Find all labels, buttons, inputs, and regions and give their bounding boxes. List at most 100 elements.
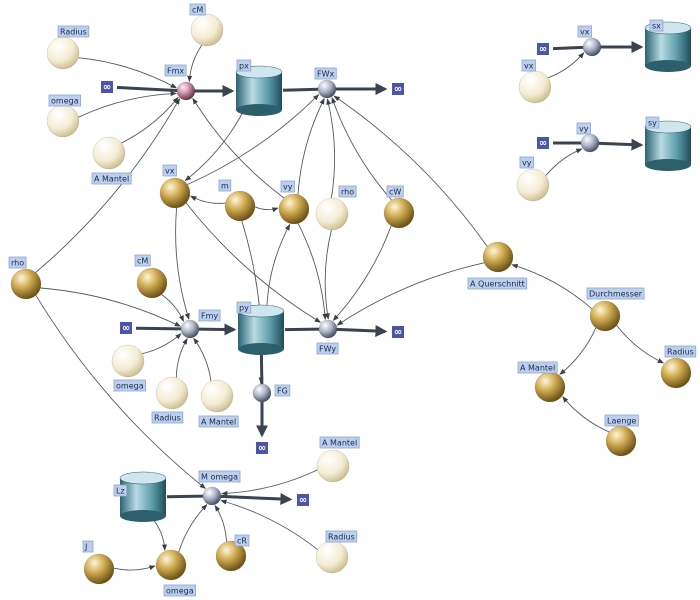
link-p_radius_bot-to-c_momega xyxy=(220,499,318,551)
node-v_aquer[interactable]: A Querschnitt xyxy=(467,241,528,290)
infinity-source-sink-icon: ∞ xyxy=(256,442,268,454)
link-v_aquer-to-c_fwy xyxy=(336,262,485,326)
node-label: cM xyxy=(134,254,151,267)
link-v_durch-to-v_aquer xyxy=(511,263,593,310)
node-s_lz[interactable]: Lz xyxy=(113,471,167,522)
parameter-sphere-icon xyxy=(190,13,224,47)
link-v_cw-to-c_fwx xyxy=(331,97,392,201)
link-v_vy_mid-to-c_fwx xyxy=(297,98,325,195)
link-p_vx_tr-to-c_vx_tr xyxy=(547,52,585,79)
node-c_vx_tr[interactable]: vx xyxy=(577,25,602,57)
node-s_sx[interactable]: sx xyxy=(644,19,692,72)
node-v_j[interactable]: J xyxy=(82,540,115,585)
node-p_omega_mid[interactable]: omega xyxy=(111,344,147,392)
node-p_omega_top[interactable]: omega xyxy=(46,94,82,138)
node-label-text: A Querschnitt xyxy=(470,279,525,288)
parameter-sphere-icon xyxy=(316,449,350,483)
link-v_vx_mid-to-c_fwy xyxy=(185,202,322,323)
node-c_fwx[interactable]: FWx xyxy=(314,67,337,99)
node-p_amantel_mid[interactable]: A Mantel xyxy=(198,379,239,428)
node-label-text: omega xyxy=(51,96,79,105)
node-label: vx xyxy=(162,164,177,177)
node-p_rho_mid[interactable]: rho xyxy=(315,185,357,231)
flow-via-c_fmx xyxy=(116,85,235,97)
node-c_momega[interactable]: M omega xyxy=(198,470,241,506)
node-label: Laenge xyxy=(604,414,639,427)
infinity-symbol: ∞ xyxy=(539,138,547,149)
parameter-sphere-icon xyxy=(200,379,234,413)
variable-sphere-icon xyxy=(482,241,514,273)
infinity-symbol: ∞ xyxy=(299,495,307,506)
link-p_vy_tr-to-c_vy_tr xyxy=(545,148,583,176)
node-label-text: py xyxy=(239,303,249,312)
node-p_radius_bot[interactable]: Radius xyxy=(315,530,358,574)
node-label-text: Durchmesser xyxy=(589,289,643,298)
node-c_fwy[interactable]: FWy xyxy=(316,319,339,355)
node-c_fmx[interactable]: Fmx xyxy=(164,64,196,101)
node-v_cm_mid[interactable]: cM xyxy=(134,254,168,299)
node-label-text: vy xyxy=(579,124,589,133)
node-label-text: Radius xyxy=(154,413,181,422)
link-v_rho_left-to-c_momega xyxy=(35,295,206,489)
infinity-source-sink-icon: ∞ xyxy=(101,81,113,93)
link-v_laenge-to-v_amantel_r xyxy=(562,396,610,433)
node-label-text: sy xyxy=(648,118,657,127)
node-v_vx_mid[interactable]: vx xyxy=(159,164,191,209)
node-p_radius_mid[interactable]: Radius xyxy=(151,376,189,424)
infinity-symbol: ∞ xyxy=(122,323,130,334)
infinity-symbol: ∞ xyxy=(539,44,547,55)
node-c_fmy[interactable]: Fmy xyxy=(180,309,221,339)
stock-cylinder-bottom xyxy=(238,343,284,355)
node-label-text: omega xyxy=(166,586,194,595)
node-s_py[interactable]: py xyxy=(236,301,285,355)
node-label: py xyxy=(236,301,252,314)
node-label: vx xyxy=(577,25,592,38)
infinity-symbol: ∞ xyxy=(394,84,402,95)
infinity-source-sink-icon: ∞ xyxy=(392,83,404,95)
node-p_amantel_top[interactable]: A Mantel xyxy=(91,136,132,185)
node-v_radius_r[interactable]: Radius xyxy=(660,345,697,389)
infinity-source-sink-icon: ∞ xyxy=(537,43,549,55)
variable-sphere-icon xyxy=(383,197,415,229)
parameter-sphere-icon xyxy=(46,104,80,138)
variable-sphere-icon xyxy=(83,553,115,585)
node-v_amantel_r[interactable]: A Mantel xyxy=(517,361,566,403)
node-v_laenge[interactable]: Laenge xyxy=(604,414,639,457)
node-label: rho xyxy=(8,256,27,269)
infinity-source-sink-icon: ∞ xyxy=(297,494,309,506)
node-v_omega_bot[interactable]: omega xyxy=(155,549,197,597)
link-p_rho_mid-to-c_fwy xyxy=(324,229,332,320)
node-v_durch[interactable]: Durchmesser xyxy=(586,287,645,332)
node-v_m[interactable]: m xyxy=(218,179,256,222)
node-p_vy_tr[interactable]: vy xyxy=(516,156,550,202)
node-v_cr[interactable]: cR xyxy=(215,534,250,572)
link-v_aquer-to-c_fwx xyxy=(333,95,488,247)
node-label-text: A Mantel xyxy=(520,363,555,372)
node-p_amantel_bot[interactable]: A Mantel xyxy=(316,436,360,483)
node-c_fg[interactable]: FG xyxy=(252,383,291,403)
node-v_cw[interactable]: cW xyxy=(383,185,415,229)
node-label-text: px xyxy=(239,61,249,70)
node-s_sy[interactable]: sy xyxy=(644,116,692,171)
node-label: Radius xyxy=(57,25,90,38)
node-label: vy xyxy=(280,180,295,193)
node-v_rho_left[interactable]: rho xyxy=(8,256,42,300)
node-s_px[interactable]: px xyxy=(235,59,283,116)
link-p_radius_top-to-c_fmx xyxy=(78,57,177,89)
node-c_vy_tr[interactable]: vy xyxy=(576,122,600,153)
link-p_amantel_top-to-c_fmx xyxy=(121,96,179,144)
infinity-source-sink-icon: ∞ xyxy=(537,137,549,149)
variable-sphere-icon xyxy=(534,371,566,403)
node-p_radius_top[interactable]: Radius xyxy=(46,25,90,70)
node-label: cR xyxy=(234,534,250,547)
node-label: vy xyxy=(519,156,534,169)
converter-sphere-icon xyxy=(202,486,222,506)
node-v_vy_mid[interactable]: vy xyxy=(278,180,310,225)
node-label-text: A Mantel xyxy=(94,174,129,183)
parameter-sphere-icon xyxy=(111,344,145,378)
node-p_cm_top[interactable]: cM xyxy=(189,3,224,47)
node-p_vx_tr[interactable]: vx xyxy=(518,59,552,104)
stock-cylinder-icon xyxy=(120,478,166,516)
node-label: Fmx xyxy=(164,64,187,77)
node-label: vx xyxy=(521,59,536,72)
